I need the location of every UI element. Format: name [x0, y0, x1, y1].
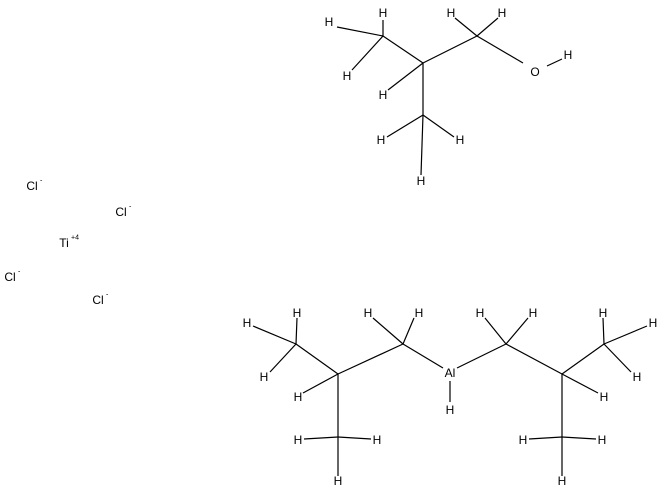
isobutanol-methyl-hydrogen-2: H	[379, 6, 388, 20]
right-ch2-hydrogen-2: H	[529, 306, 538, 320]
titanium-ion: Ti	[59, 236, 69, 250]
left-ch2-hydrogen-2: H	[415, 306, 424, 320]
bond-line	[402, 343, 444, 369]
chloride-ion-4-charge: -	[106, 292, 109, 299]
bond-line	[422, 35, 478, 64]
isobutanol-ch-hydrogen: H	[379, 88, 388, 102]
bond-line	[303, 436, 339, 440]
isobutanol-methyl2-hydrogen-3: H	[417, 174, 426, 188]
isobutanol-methyl-hydrogen-3: H	[343, 69, 352, 83]
bond-line	[505, 343, 563, 375]
isobutanol-ch2-hydrogen-1: H	[447, 6, 456, 20]
left-ch-hydrogen: H	[294, 390, 303, 404]
bond-line	[382, 35, 424, 64]
right-methyl-hydrogen-2: H	[649, 316, 658, 330]
right-ch2-hydrogen-1: H	[476, 306, 485, 320]
bond-line	[505, 317, 529, 345]
left-methyl2-hydrogen-2: H	[373, 433, 382, 447]
bond-line	[546, 58, 563, 67]
left-ch2-hydrogen-1: H	[364, 306, 373, 320]
bond-line	[295, 343, 339, 375]
isobutanol-methyl2-hydrogen-2: H	[456, 133, 465, 147]
atom-label-layer: Cl - Cl - Ti +4 Cl - Cl - O H H H H H H …	[4, 6, 657, 488]
bond-line	[252, 325, 297, 345]
chloride-ion-1: Cl	[26, 179, 37, 193]
right-methyl-hydrogen-3: H	[633, 370, 642, 384]
isobutanol-ch2-hydrogen-2: H	[498, 6, 507, 20]
bond-line	[269, 343, 297, 373]
bond-line	[484, 317, 507, 345]
bond-line	[561, 373, 599, 394]
right-methyl-hydrogen-1: H	[599, 306, 608, 320]
bond-line	[561, 436, 597, 440]
bond-line	[476, 17, 499, 37]
isobutanol-oxygen: O	[530, 65, 539, 79]
left-methyl2-hydrogen-3: H	[334, 474, 343, 488]
bond-line	[295, 317, 298, 345]
isobutanol-hydroxyl-hydrogen: H	[564, 48, 573, 62]
bond-line	[351, 35, 384, 71]
bond-layer	[252, 17, 648, 476]
aluminum-hydride-hydrogen: H	[446, 403, 455, 417]
bond-line	[372, 317, 404, 345]
bond-line	[476, 35, 524, 64]
aluminum-atom: Al	[445, 366, 456, 380]
bond-line	[387, 62, 424, 91]
bond-line	[561, 343, 605, 375]
bond-line	[402, 317, 415, 345]
bond-line	[302, 373, 339, 394]
bond-line	[603, 325, 648, 345]
bond-line	[603, 343, 632, 373]
chloride-ion-3: Cl	[4, 270, 15, 284]
bond-line	[602, 317, 605, 345]
right-methyl2-hydrogen-2: H	[598, 433, 607, 447]
bond-line	[422, 114, 455, 138]
bond-line	[337, 343, 404, 375]
isobutanol-methyl-hydrogen-1: H	[325, 15, 334, 29]
left-methyl-hydrogen-3: H	[260, 370, 269, 384]
chloride-ion-3-charge: -	[18, 269, 21, 276]
bond-line	[420, 114, 424, 176]
right-ch-hydrogen: H	[600, 390, 609, 404]
bond-line	[456, 343, 507, 369]
bond-line	[337, 436, 372, 440]
bond-line	[386, 114, 424, 138]
bond-line	[336, 26, 384, 37]
left-methyl2-hydrogen-1: H	[294, 433, 303, 447]
right-methyl2-hydrogen-1: H	[519, 433, 528, 447]
chloride-ion-2-charge: -	[129, 204, 132, 211]
titanium-ion-charge: +4	[71, 235, 79, 242]
left-methyl-hydrogen-1: H	[243, 316, 252, 330]
right-methyl2-hydrogen-3: H	[558, 474, 567, 488]
bond-line	[454, 17, 478, 37]
chloride-ion-4: Cl	[92, 293, 103, 307]
chloride-ion-2: Cl	[115, 205, 126, 219]
bond-line	[528, 436, 563, 440]
isobutanol-methyl2-hydrogen-1: H	[377, 133, 386, 147]
chloride-ion-1-charge: -	[40, 178, 43, 185]
left-methyl-hydrogen-2: H	[293, 306, 302, 320]
